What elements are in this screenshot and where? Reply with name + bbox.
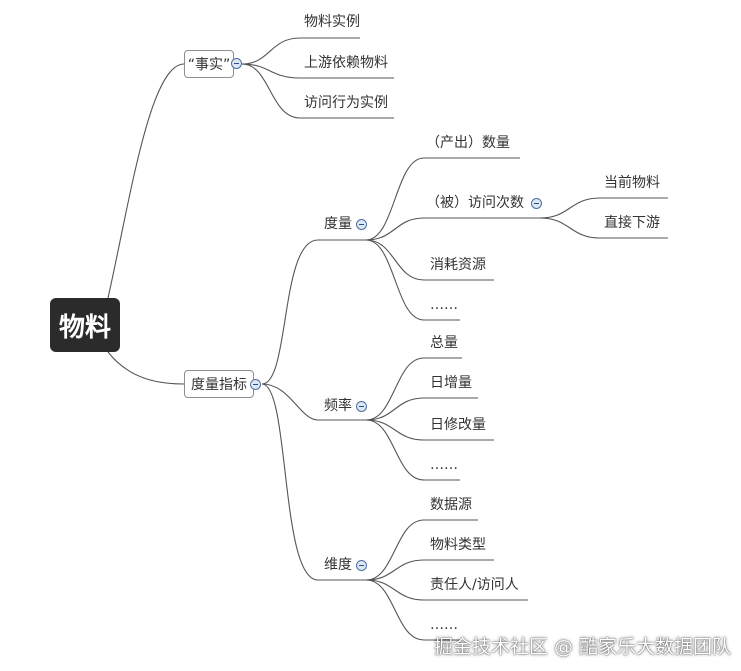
link-frequency-3 xyxy=(365,419,494,441)
leaf-measure-2[interactable]: （被）访问次数 xyxy=(426,195,524,211)
collapse-icon[interactable] xyxy=(231,58,242,69)
leaf-dimension-3[interactable]: 责任人/访问人 xyxy=(430,577,519,593)
leaf-frequency-3[interactable]: 日修改量 xyxy=(430,417,486,433)
collapse-icon[interactable] xyxy=(356,219,367,230)
node-facts-label: “事实” xyxy=(187,57,231,73)
link-metrics-frequency xyxy=(261,383,366,421)
link-visit-1 xyxy=(539,197,668,219)
link-dimension-3 xyxy=(365,579,528,601)
node-metrics[interactable]: 度量指标 xyxy=(184,370,254,398)
collapse-icon[interactable] xyxy=(356,560,367,571)
link-facts-2 xyxy=(241,63,394,79)
link-dimension-1 xyxy=(365,519,478,581)
link-facts-1 xyxy=(241,37,360,65)
link-facts-3 xyxy=(241,63,394,119)
node-metrics-label: 度量指标 xyxy=(191,377,247,393)
leaf-measure-3[interactable]: 消耗资源 xyxy=(430,257,486,273)
link-root-facts xyxy=(107,63,185,299)
node-measure[interactable]: 度量 xyxy=(324,216,352,232)
leaf-visit-2[interactable]: 直接下游 xyxy=(604,215,660,231)
leaf-dimension-1[interactable]: 数据源 xyxy=(430,497,472,513)
leaf-frequency-1[interactable]: 总量 xyxy=(430,335,458,351)
link-dimension-4 xyxy=(365,579,460,641)
link-measure-1 xyxy=(365,157,520,241)
leaf-visit-1[interactable]: 当前物料 xyxy=(604,175,660,191)
leaf-facts-2[interactable]: 上游依赖物料 xyxy=(304,55,388,71)
node-facts[interactable]: “事实” xyxy=(184,50,234,78)
watermark: 掘金技术社区 @ 酷家乐大数据团队 xyxy=(434,636,732,658)
leaf-measure-1[interactable]: （产出）数量 xyxy=(426,135,510,151)
leaf-frequency-4[interactable]: …… xyxy=(430,457,458,473)
node-dimension[interactable]: 维度 xyxy=(324,557,352,573)
leaf-dimension-2[interactable]: 物料类型 xyxy=(430,537,486,553)
link-measure-4 xyxy=(365,239,460,321)
root-label: 物料 xyxy=(58,312,111,343)
leaf-frequency-2[interactable]: 日增量 xyxy=(430,375,472,391)
link-metrics-dimension xyxy=(261,383,366,581)
leaf-dimension-4[interactable]: …… xyxy=(430,617,458,633)
link-visit-2 xyxy=(539,217,668,239)
collapse-icon[interactable] xyxy=(250,379,261,390)
leaf-measure-4[interactable]: …… xyxy=(430,297,458,313)
collapse-icon[interactable] xyxy=(531,198,542,209)
root-node[interactable]: 物料 xyxy=(50,298,120,352)
link-frequency-4 xyxy=(365,419,460,481)
link-frequency-1 xyxy=(365,357,462,421)
link-root-metrics xyxy=(107,351,185,385)
link-metrics-measure xyxy=(261,239,366,385)
leaf-facts-1[interactable]: 物料实例 xyxy=(304,14,360,30)
link-frequency-2 xyxy=(365,397,478,421)
collapse-icon[interactable] xyxy=(356,401,367,412)
link-measure-2 xyxy=(365,217,540,241)
link-measure-3 xyxy=(365,239,494,281)
leaf-facts-3[interactable]: 访问行为实例 xyxy=(304,95,388,111)
link-dimension-2 xyxy=(365,559,494,581)
node-frequency[interactable]: 频率 xyxy=(324,398,352,414)
